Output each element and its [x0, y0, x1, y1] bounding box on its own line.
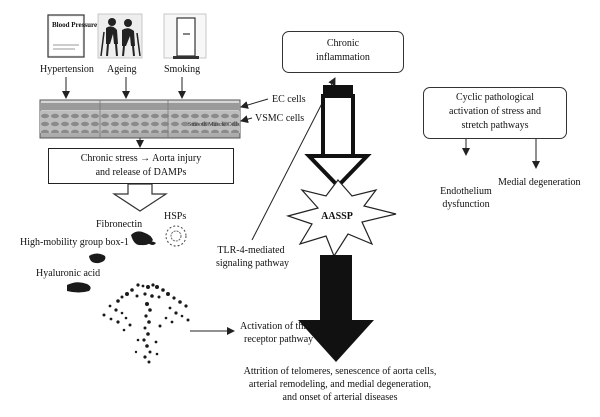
vsmc-layer [40, 111, 240, 133]
ageing-label: Ageing [107, 64, 137, 75]
outcome-line-1: Attrition of telomeres, senescence of ao… [243, 366, 437, 377]
aassp-label: AASSP [321, 211, 353, 222]
smoking-label: Smoking [164, 64, 201, 75]
hyaluronic-acid-label: Hyaluronic acid [36, 268, 101, 279]
outcome-arrow [298, 255, 374, 362]
cyclic-line-2: activation of stress and [449, 106, 541, 117]
outcome-line-2: arterial remodeling, and medial degenera… [248, 379, 432, 390]
inflammation-to-aassp-arrow [304, 85, 372, 189]
tlr4-line-2: signaling pathway [216, 258, 290, 269]
hmgb1-label: High-mobility group box-1 [20, 237, 129, 248]
hsps-blob [165, 225, 187, 247]
vsmc-cells-label: VSMC cells [255, 113, 305, 124]
bp-icon-text: Blood Pressure [52, 21, 98, 29]
endothelium-line-1: Endothelium [440, 186, 492, 197]
cyclic-line-3: stretch pathways [461, 120, 529, 131]
smooth-muscle-label: Smooth Muscle Cells [188, 122, 240, 128]
stress-line-1: Chronic stress → Aorta injury [80, 153, 202, 164]
medial-degeneration-label: Medial degeneration [498, 177, 581, 188]
stress-line-2: and release of DAMPs [95, 167, 187, 178]
tlr4-line-1: TLR-4-mediated [217, 245, 285, 256]
damps-release-arrow [111, 183, 169, 212]
fibronectin-blob [131, 231, 153, 246]
receptor-cluster [102, 283, 190, 364]
cyclic-line-1: Cyclic pathological [455, 92, 535, 103]
hsps-label: HSPs [164, 211, 187, 222]
elderly-couple-icon [97, 13, 143, 59]
smoking-icon [163, 13, 207, 59]
hypertension-label: Hypertension [40, 64, 94, 75]
chronic-inflammation-box: Chronic inflammation [282, 31, 404, 73]
receptor-line-1: Activation of this [240, 321, 310, 332]
stress-box: Chronic stress → Aorta injury and releas… [48, 148, 234, 184]
cyclic-pathways-box: Cyclic pathological activation of stress… [423, 87, 567, 139]
vessel-wall [39, 99, 241, 139]
ec-layer [40, 103, 240, 110]
fibronectin-label: Fibronectin [96, 219, 143, 230]
blood-pressure-icon [47, 14, 85, 58]
inflammation-line-2: inflammation [316, 52, 370, 63]
ec-cells-label: EC cells [272, 94, 306, 105]
outcome-line-3: and onset of arterial diseases [282, 392, 398, 403]
vsmc-pointer [240, 115, 253, 124]
receptor-line-2: receptor pathway [244, 334, 314, 345]
inflammation-line-1: Chronic [326, 38, 360, 49]
ec-pointer [240, 98, 269, 109]
endothelium-line-2: dysfunction [442, 199, 490, 210]
hyaluronic-acid-blob [67, 282, 91, 293]
hmgb1-blob [89, 253, 106, 264]
